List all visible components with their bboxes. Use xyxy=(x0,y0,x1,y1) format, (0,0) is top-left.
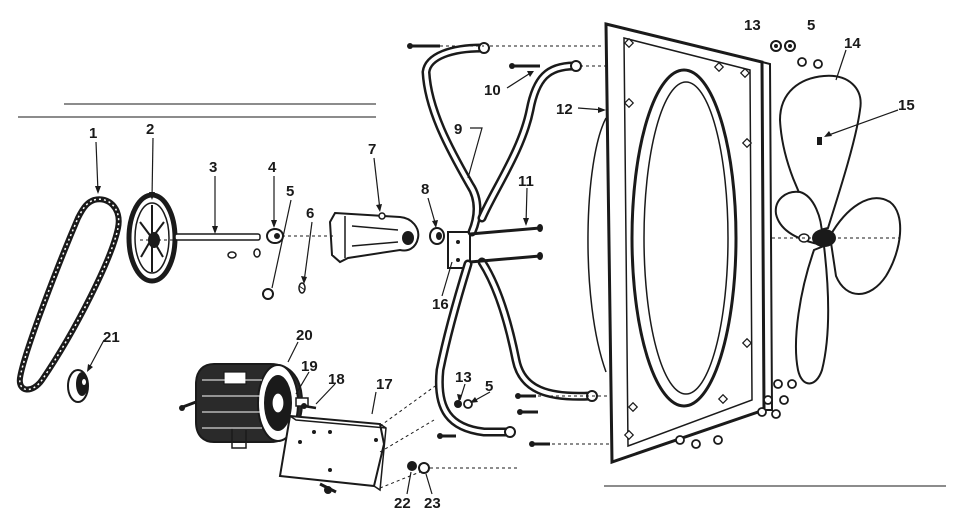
long-bolts xyxy=(469,224,543,264)
callout-15: 15 xyxy=(898,97,915,114)
motor-bolt xyxy=(179,400,197,411)
side-nuts xyxy=(675,57,823,449)
callout-13-top: 13 xyxy=(744,17,761,34)
set-screw xyxy=(298,282,306,294)
callout-16: 16 xyxy=(432,296,449,313)
motor-pulley xyxy=(67,369,89,403)
callout-8: 8 xyxy=(421,181,429,198)
bearing xyxy=(253,228,284,258)
hex-nut-left xyxy=(262,288,274,300)
bearing-housing xyxy=(282,211,420,264)
callout-1: 1 xyxy=(89,125,97,142)
hex-nut-bottom xyxy=(418,462,430,474)
assembly-guides xyxy=(379,383,520,489)
bushing xyxy=(429,227,445,245)
callout-4: 4 xyxy=(268,159,277,176)
callout-21: 21 xyxy=(103,329,120,346)
washer-mid xyxy=(463,399,473,409)
short-bolts xyxy=(437,393,612,447)
blade-pulley xyxy=(126,192,178,284)
housing-panel xyxy=(587,22,774,465)
motor-bracket xyxy=(278,414,387,492)
callout-17: 17 xyxy=(376,376,393,393)
frame-bolt-top-left xyxy=(407,43,604,49)
callout-14: 14 xyxy=(844,35,861,52)
washer-top xyxy=(784,40,796,52)
frame-bolt-top-right xyxy=(509,63,606,69)
shaft xyxy=(140,233,261,259)
callout-5-bearing: 5 xyxy=(286,183,294,200)
fan-blade xyxy=(772,74,902,385)
blade-set-screw xyxy=(817,137,822,145)
callout-22: 22 xyxy=(394,495,411,512)
callout-3: 3 xyxy=(209,159,217,176)
callout-20: 20 xyxy=(296,327,313,344)
callout-6: 6 xyxy=(306,205,314,222)
callout-5-top: 5 xyxy=(807,17,815,34)
motor xyxy=(195,363,304,449)
callout-labels: 1 2 3 4 5 6 7 8 9 10 11 12 13 5 14 15 16… xyxy=(89,17,915,512)
callout-10: 10 xyxy=(484,82,501,99)
page-rules xyxy=(18,103,946,487)
callout-7: 7 xyxy=(368,141,376,158)
bracket-bolt-bottom xyxy=(319,482,337,494)
lock-washer xyxy=(407,461,417,471)
callout-2: 2 xyxy=(146,121,154,138)
callout-18: 18 xyxy=(328,371,345,388)
support-frame xyxy=(421,42,598,438)
belt xyxy=(16,196,122,393)
leader-arrowheads xyxy=(87,71,832,403)
callout-23: 23 xyxy=(424,495,441,512)
callout-11: 11 xyxy=(518,173,534,190)
mounting-plate xyxy=(447,231,471,269)
callout-9: 9 xyxy=(454,121,462,138)
callout-12: 12 xyxy=(556,101,573,118)
callout-19: 19 xyxy=(301,358,318,375)
callout-5-mid: 5 xyxy=(485,378,493,395)
nut-mid xyxy=(454,400,462,408)
callout-13-mid: 13 xyxy=(455,369,472,386)
bracket-bolt xyxy=(301,403,317,410)
nut-top xyxy=(770,40,782,52)
